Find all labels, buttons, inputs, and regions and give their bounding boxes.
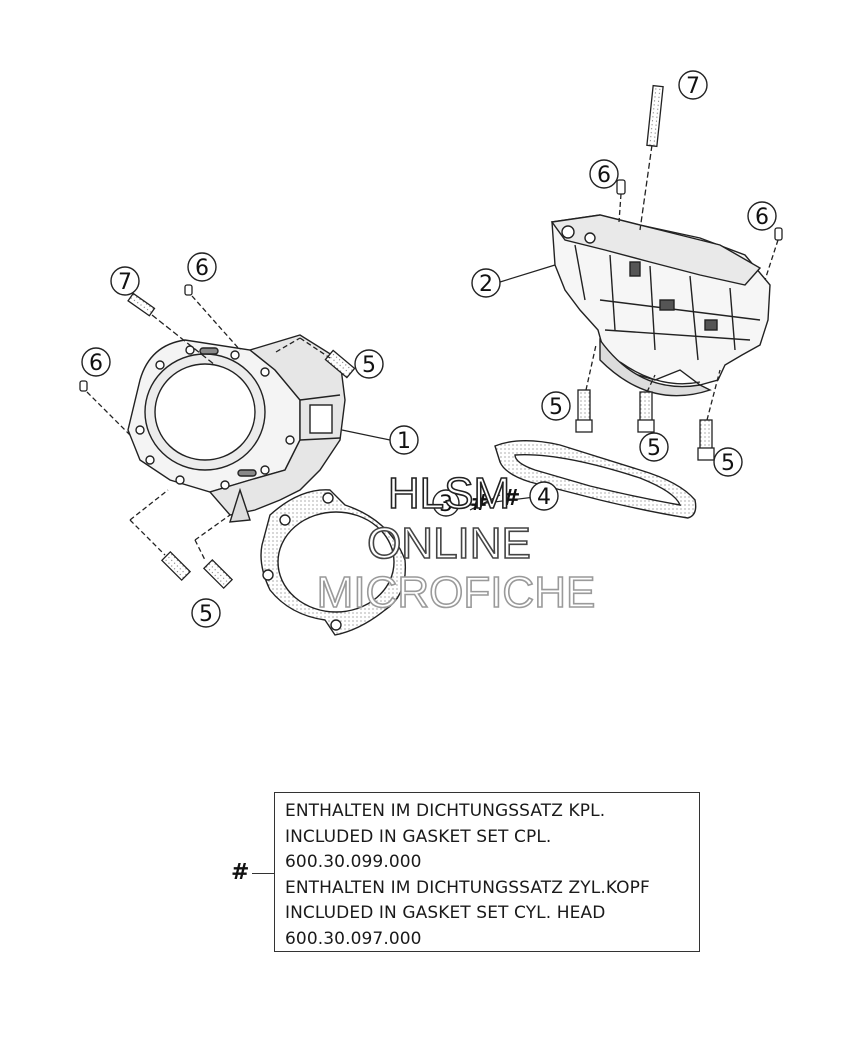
legend-line: 600.30.099.000 xyxy=(285,852,422,872)
callout-6-left: 6 xyxy=(81,347,111,377)
callout-3: 3 xyxy=(432,489,460,517)
legend-leader-line xyxy=(252,873,274,874)
svg-text:5: 5 xyxy=(647,436,661,461)
svg-text:7: 7 xyxy=(686,74,700,99)
watermark-line-2: ONLINE xyxy=(367,519,531,568)
legend-line: 600.30.097.000 xyxy=(285,928,422,949)
callout-5-right-c: 5 xyxy=(713,447,743,477)
svg-text:2: 2 xyxy=(479,272,493,297)
watermark-line-3: MICROFICHE xyxy=(317,568,596,617)
callouts: 7 6 6 2 5 5 5 4 xyxy=(81,70,777,628)
callout-5-left-lower: 5 xyxy=(191,598,221,628)
legend-line: INCLUDED IN GASKET SET CPL. xyxy=(285,826,552,847)
base-gasket-part xyxy=(260,489,407,636)
svg-text:5: 5 xyxy=(549,395,563,420)
callout-6-top: 6 xyxy=(589,159,619,189)
callout-5-right-b: 5 xyxy=(639,432,669,462)
cylinder-head-part xyxy=(550,214,771,397)
svg-text:6: 6 xyxy=(89,351,103,376)
svg-text:7: 7 xyxy=(118,270,132,295)
leader-lines xyxy=(341,264,556,511)
gasket-set-legend: ENTHALTEN IM DICHTUNGSSATZ KPL. INCLUDED… xyxy=(274,792,700,952)
svg-text:6: 6 xyxy=(195,256,209,281)
callout-2: 2 xyxy=(471,268,501,298)
right-fasteners xyxy=(575,84,783,461)
svg-text:1: 1 xyxy=(397,429,411,454)
gasket-mark-head: # xyxy=(502,486,520,511)
watermark: HLSM ONLINE MICROFICHE xyxy=(316,468,596,618)
callout-6-left-upper: 6 xyxy=(187,252,217,282)
callout-7-left: 7 xyxy=(110,266,140,296)
legend-symbol: # xyxy=(231,860,250,885)
legend-line: ENTHALTEN IM DICHTUNGSSATZ ZYL.KOPF xyxy=(285,877,650,898)
left-fasteners xyxy=(79,284,356,590)
svg-text:5: 5 xyxy=(721,451,735,476)
callout-7-top: 7 xyxy=(678,70,708,100)
head-gasket-part xyxy=(494,440,697,519)
legend-line: INCLUDED IN GASKET SET CYL. HEAD xyxy=(285,903,606,923)
legend-line: ENTHALTEN IM DICHTUNGSSATZ KPL. xyxy=(285,801,606,821)
callout-5-left-upper: 5 xyxy=(354,349,384,379)
watermark-line-1: HLSM xyxy=(388,469,510,518)
callout-1: 1 xyxy=(389,425,419,455)
svg-text:5: 5 xyxy=(362,353,376,378)
callout-6-right: 6 xyxy=(747,201,777,231)
cylinder-part xyxy=(127,334,346,523)
svg-text:4: 4 xyxy=(537,485,551,510)
svg-text:5: 5 xyxy=(199,602,213,627)
gasket-mark-base: # xyxy=(470,491,488,516)
svg-text:6: 6 xyxy=(755,205,769,230)
callout-5-right-a: 5 xyxy=(541,391,571,421)
callout-4: 4 xyxy=(529,481,559,511)
svg-text:3: 3 xyxy=(439,492,453,517)
svg-text:6: 6 xyxy=(597,163,611,188)
